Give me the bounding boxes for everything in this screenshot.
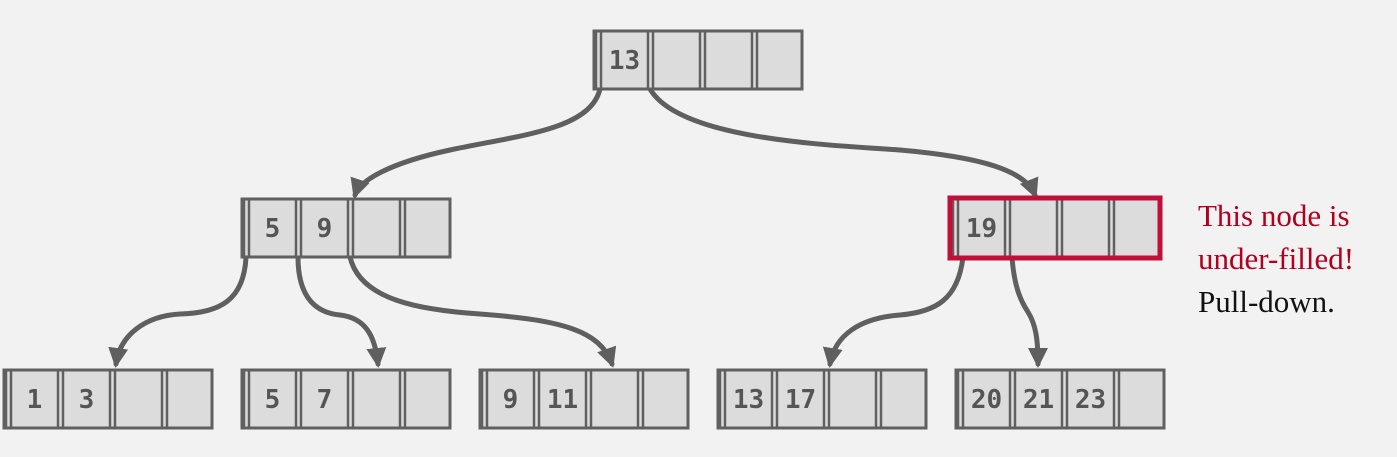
node-frame <box>716 368 928 430</box>
key-label: 7 <box>317 385 333 415</box>
edge-inner-left-to-leaf-3 <box>347 254 617 368</box>
node-leaf-5: 20 21 23 <box>954 368 1166 430</box>
node-frame <box>2 368 214 430</box>
node-frame <box>240 368 452 430</box>
edge-inner-left-to-leaf-2 <box>295 254 387 368</box>
key-label: 21 <box>1023 385 1054 415</box>
node-frame <box>592 29 804 91</box>
key-label: 23 <box>1075 385 1106 415</box>
edge-root-to-inner-right <box>647 86 1039 199</box>
edge-inner-left-to-leaf-1 <box>108 254 249 368</box>
node-leaf-3: 9 11 <box>478 368 690 430</box>
key-label: 5 <box>265 385 281 415</box>
edges-layer <box>108 86 1048 368</box>
underfilled-highlight <box>947 195 1163 261</box>
key-label: 19 <box>966 214 997 244</box>
edge-root-to-inner-left <box>350 86 603 199</box>
edge-inner-right-to-leaf-4 <box>822 254 966 368</box>
annotation-line-1: This node is <box>1198 198 1350 233</box>
node-frame <box>478 368 690 430</box>
underfill-annotation: This node is under-filled! Pull-down. <box>1198 194 1354 323</box>
key-label: 17 <box>785 385 816 415</box>
node-frame <box>240 197 452 259</box>
node-root: 13 <box>592 29 804 91</box>
node-frame <box>954 368 1166 430</box>
key-label: 20 <box>971 385 1002 415</box>
annotation-line-3: Pull-down. <box>1198 284 1335 319</box>
key-label: 13 <box>609 46 640 76</box>
annotation-line-2: under-filled! <box>1198 241 1355 276</box>
key-label: 1 <box>27 385 43 415</box>
key-label: 3 <box>79 385 95 415</box>
edge-inner-right-to-leaf-5 <box>1009 254 1048 368</box>
key-label: 13 <box>733 385 764 415</box>
node-inner-right: 19 <box>947 195 1163 261</box>
key-label: 9 <box>503 385 519 415</box>
key-label: 9 <box>317 214 333 244</box>
key-label: 5 <box>265 214 281 244</box>
node-leaf-4: 13 17 <box>716 368 928 430</box>
key-label: 11 <box>547 385 578 415</box>
